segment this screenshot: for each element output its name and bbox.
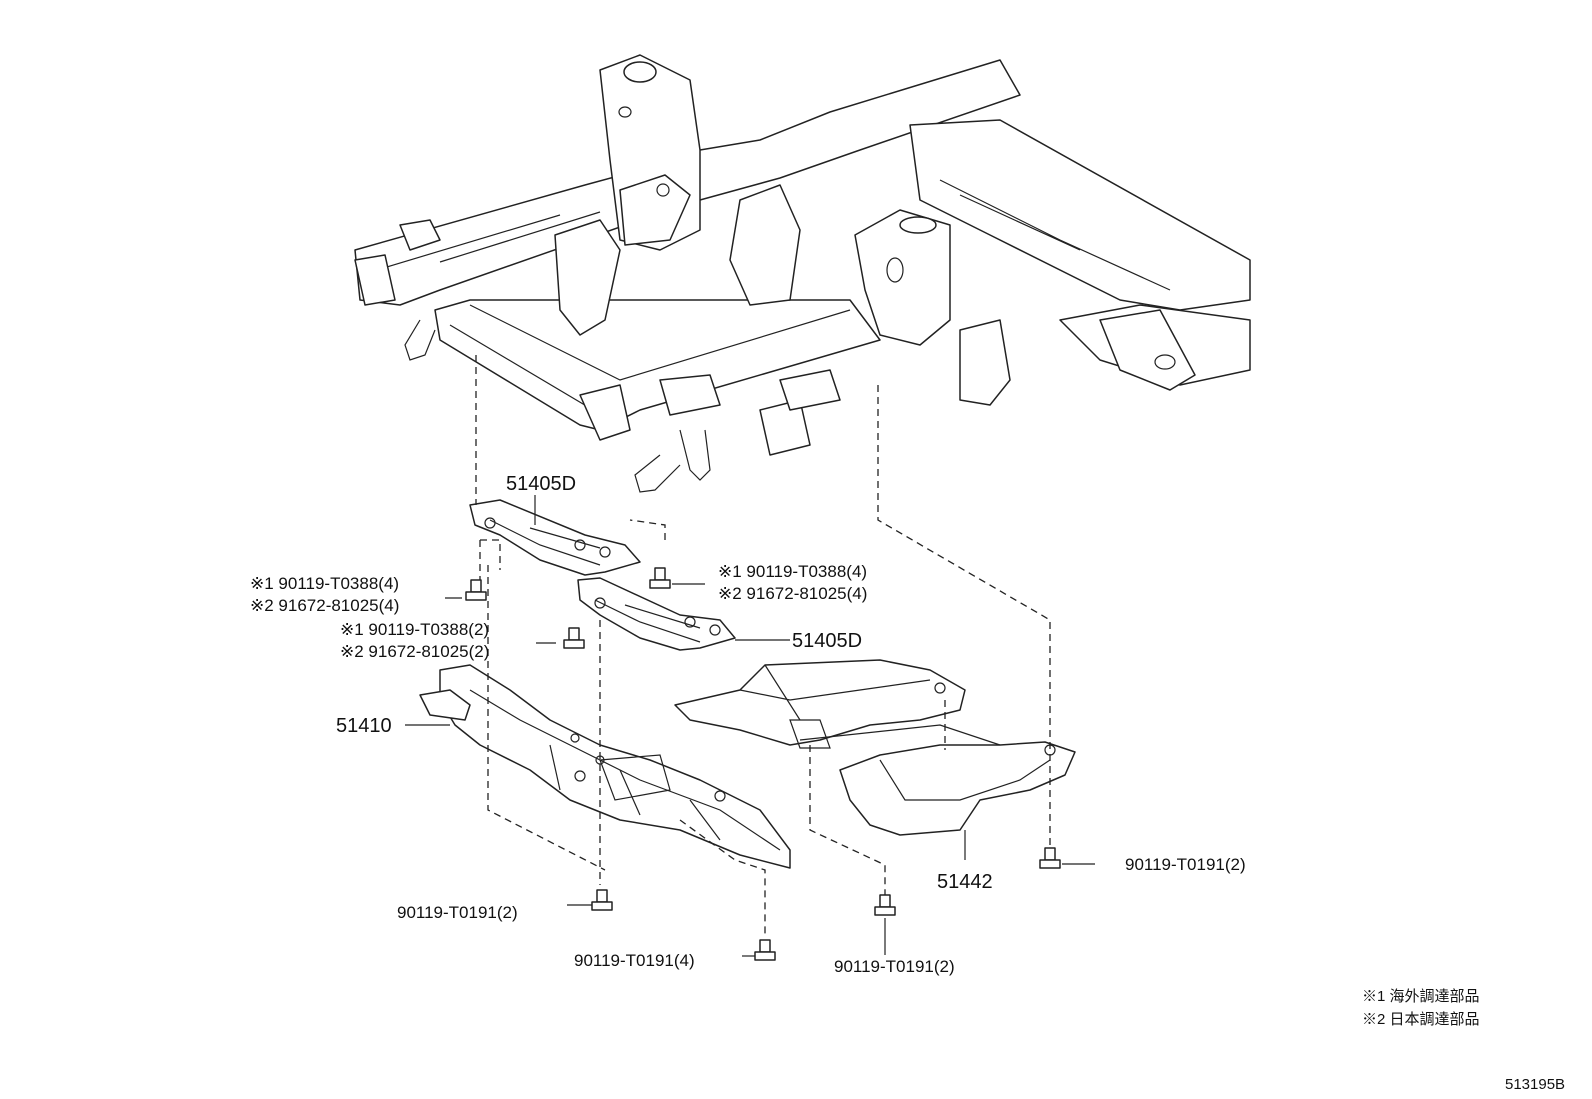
label-bolt-upper-right-1: ※1 90119-T0388(4): [718, 562, 867, 581]
label-51405d-lower: 51405D: [792, 630, 862, 652]
label-bolt-upper-left-2: ※2 91672-81025(4): [250, 596, 399, 615]
bolt-bottom-right-b: [1039, 847, 1061, 869]
cover-51442: [674, 659, 1076, 836]
alignment-lines: [475, 355, 1051, 935]
label-bolt-bottom-right-a: 90119-T0191(2): [834, 957, 955, 976]
bracket-51405d-upper: [469, 499, 641, 576]
bolt-bottom-center: [754, 939, 776, 961]
cover-51410: [419, 664, 791, 869]
label-51405d-upper: 51405D: [506, 473, 576, 495]
leader-lines: [405, 495, 1095, 957]
bolt-bottom-left: [591, 889, 613, 911]
label-bolt-bottom-center: 90119-T0191(4): [574, 951, 695, 970]
bracket-51405d-lower: [577, 577, 736, 651]
note-japan-parts: ※2 日本調達部品: [1362, 1011, 1480, 1028]
note-overseas-parts: ※1 海外調達部品: [1362, 988, 1480, 1005]
bolt-upper-left: [465, 579, 487, 601]
diagram-code: 513195B: [1505, 1076, 1565, 1093]
bolt-mid-left: [563, 627, 585, 649]
bolt-upper-right: [649, 567, 671, 589]
label-51410: 51410: [336, 715, 392, 737]
bolt-bottom-right-a: [874, 894, 896, 916]
label-bolt-upper-right-2: ※2 91672-81025(4): [718, 584, 867, 603]
label-bolt-mid-left-2: ※2 91672-81025(2): [340, 642, 489, 661]
vehicle-frame: [354, 54, 1251, 493]
label-bolt-bottom-right-b: 90119-T0191(2): [1125, 855, 1246, 874]
label-bolt-upper-left-1: ※1 90119-T0388(4): [250, 574, 399, 593]
label-51442: 51442: [937, 871, 993, 893]
label-bolt-mid-left-1: ※1 90119-T0388(2): [340, 620, 489, 639]
label-bolt-bottom-left: 90119-T0191(2): [397, 903, 518, 922]
